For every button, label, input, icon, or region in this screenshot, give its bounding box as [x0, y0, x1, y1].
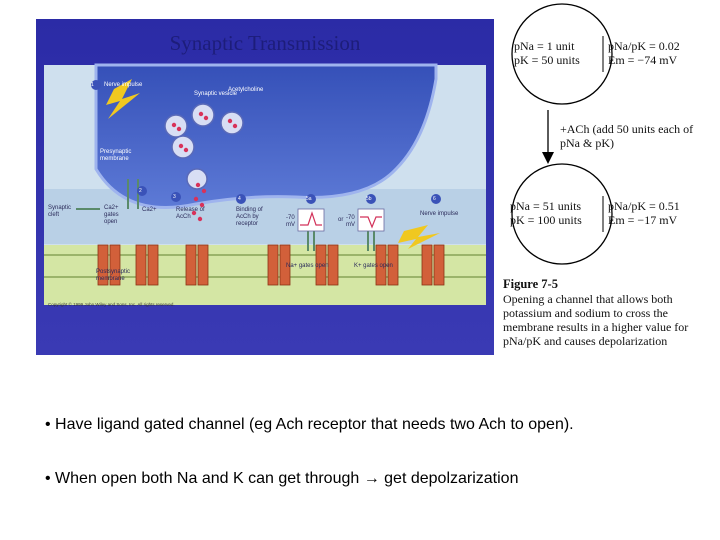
step-6: 6	[433, 196, 436, 202]
label-ca-ion: Ca2+	[142, 207, 157, 213]
top-row1-right: pNa/pK = 0.02	[608, 39, 680, 53]
receptor-channels	[97, 244, 445, 286]
figure-caption: Opening a channel that allows both potas…	[503, 292, 689, 348]
copyright-note: Copyright © 1999 John Wiley and Sons, In…	[48, 302, 175, 307]
ion-flow-arrows	[307, 229, 375, 251]
synaptic-transmission-figure: Synaptic Transmission Nerve impulse Syna…	[36, 19, 494, 355]
label-k-gates-open: K+ gates open	[354, 263, 393, 269]
step-5a: 5a	[306, 196, 312, 202]
label-mv-2: -70 mV	[346, 215, 355, 228]
top-row2-right: Em = −74 mV	[608, 53, 678, 67]
step-badges	[91, 80, 441, 204]
label-ca-gates-open: Ca2+ gates open	[104, 205, 119, 225]
bottom-row1-right: pNa/pK = 0.51	[608, 199, 680, 213]
bullet-1: • Have ligand gated channel (eg Ach rece…	[45, 416, 574, 433]
label-acetylcholine: Acetylcholine	[228, 87, 264, 93]
nerve-impulse-in-bolt	[106, 79, 140, 119]
label-presynaptic-membrane: Presynaptic membrane	[100, 149, 132, 162]
label-nerve-impulse-out: Nerve impulse	[420, 211, 459, 217]
label-or: or	[338, 217, 344, 223]
bottom-row1-left: pNa = 51 units	[510, 199, 582, 213]
step-2: 2	[139, 188, 142, 194]
step-3: 3	[173, 194, 176, 200]
synapse-illustration	[36, 19, 494, 355]
top-circle	[511, 3, 613, 105]
bottom-row2-left: pK = 100 units	[510, 213, 582, 227]
figure-title: Synaptic Transmission	[169, 31, 361, 55]
membrane-potential-graphs	[297, 208, 385, 232]
bottom-circle	[511, 163, 613, 265]
synaptic-vesicles	[164, 103, 244, 190]
bottom-row2-right: Em = −17 mV	[608, 213, 678, 227]
label-postsynaptic-membrane: Postsynaptic membrane	[96, 269, 131, 282]
step-1: 1	[91, 82, 94, 88]
top-row1-left: pNa = 1 unit	[514, 39, 575, 53]
acetylcholine-molecules	[171, 111, 238, 222]
label-synaptic-cleft: Synaptic cleft	[48, 205, 72, 218]
top-row2-left: pK = 50 units	[514, 53, 580, 67]
label-synaptic-vesicle: Synaptic vesicle	[194, 91, 238, 97]
label-na-gates-open: Na+ gates open	[286, 263, 329, 269]
label-nerve-impulse-in: Nerve impulse	[104, 82, 143, 88]
figure-caption-title: Figure 7-5	[503, 277, 558, 291]
ach-arrow-label: +ACh (add 50 units each of pNa & pK)	[560, 122, 694, 150]
label-binding-ach: Binding of AcCh by receptor	[236, 207, 263, 227]
presynaptic-terminal	[94, 63, 438, 209]
step-5b: 5b	[366, 196, 372, 202]
nerve-impulse-out-bolt	[398, 225, 440, 249]
label-release-ach: Release of AcCh	[176, 207, 205, 220]
down-arrow-head	[542, 152, 554, 164]
label-mv-1: -70 mV	[286, 215, 295, 228]
bullet-2: • When open both Na and K can get throug…	[45, 470, 519, 487]
step-4: 4	[238, 196, 241, 202]
